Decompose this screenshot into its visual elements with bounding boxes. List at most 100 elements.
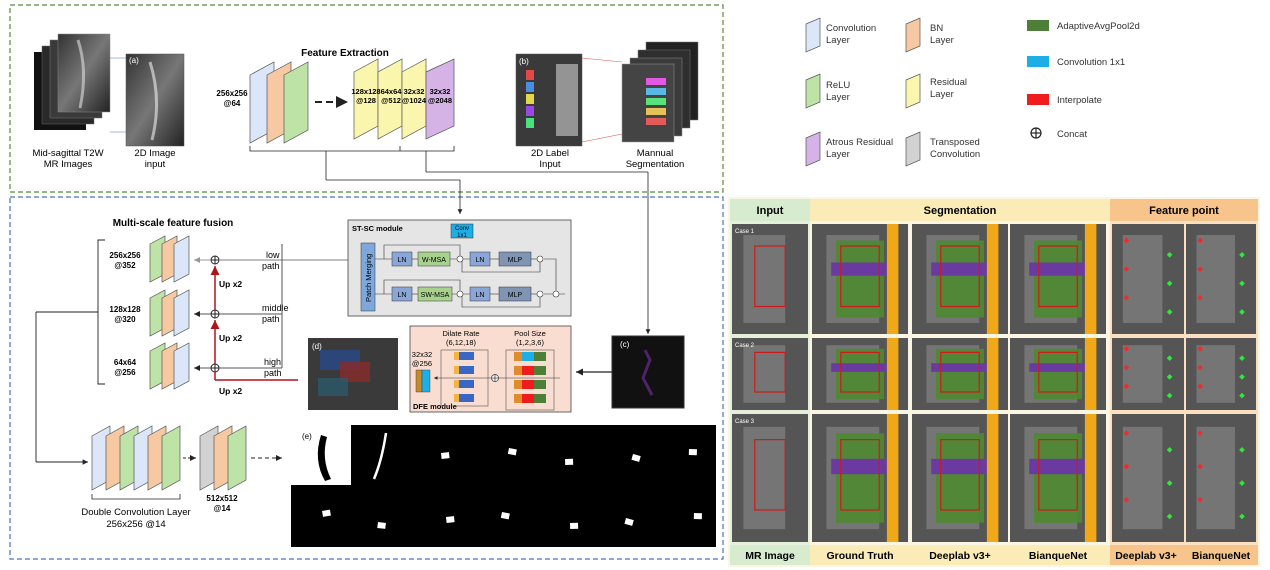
high-path-label-2: path bbox=[264, 368, 282, 378]
block-2-channels: @512 bbox=[381, 96, 401, 105]
result-cell bbox=[732, 224, 808, 334]
manual-segmentation-stack bbox=[621, 41, 699, 143]
mask-tile bbox=[624, 518, 634, 526]
mask-tile bbox=[291, 425, 351, 485]
ln-label-3: LN bbox=[398, 292, 407, 299]
ln-label-1: LN bbox=[398, 257, 407, 264]
output-block bbox=[199, 425, 247, 491]
mask-tile bbox=[372, 432, 388, 480]
mri-caption-2: MR Images bbox=[44, 159, 93, 170]
up-label-2: Up x2 bbox=[219, 333, 242, 343]
fusion-level-256 bbox=[149, 235, 190, 283]
legend-transposed-1: Transposed bbox=[930, 137, 980, 148]
fusion-level-128 bbox=[149, 289, 190, 337]
dilate-label-1: Dilate Rate bbox=[442, 329, 479, 338]
legend-interpolate: Interpolate bbox=[1057, 95, 1102, 106]
mask-tile bbox=[377, 522, 386, 529]
block-3-size: 32x32 bbox=[404, 87, 425, 96]
seg-header-bg bbox=[810, 199, 1110, 221]
legend-adaptive-swatch bbox=[1027, 20, 1049, 31]
mask-tile bbox=[500, 512, 510, 520]
legend-conv-2: Layer bbox=[826, 35, 850, 46]
label-caption-1: 2D Label bbox=[531, 148, 569, 159]
panel-b-tag: (b) bbox=[519, 57, 529, 66]
atrous-residual-block bbox=[425, 58, 455, 140]
mask-tile bbox=[322, 509, 331, 517]
legend-conv-swatch bbox=[805, 17, 821, 53]
pool-label-1: Pool Size bbox=[514, 329, 546, 338]
legend-atrous-1: Atrous Residual bbox=[826, 137, 893, 148]
middle-path-label-2: path bbox=[262, 314, 280, 324]
case-label: Case 3 bbox=[735, 419, 755, 425]
panel-d-tag: (d) bbox=[312, 342, 322, 351]
input-image bbox=[125, 53, 185, 147]
mri-stack-image bbox=[34, 33, 111, 130]
mlp-label-1: MLP bbox=[508, 257, 523, 264]
feature-extraction-box bbox=[9, 4, 724, 193]
concat-icon bbox=[1030, 127, 1042, 139]
col-label-deeplab: Deeplab v3+ bbox=[929, 550, 991, 562]
double-conv-caption-1: Double Convolution Layer bbox=[81, 507, 190, 518]
low-concat-icon bbox=[210, 255, 220, 265]
ln-label-2: LN bbox=[476, 257, 485, 264]
col-label-bianque-feat: BianqueNet bbox=[1192, 550, 1251, 562]
mask-tile bbox=[631, 454, 641, 462]
dfe-channels: @256 bbox=[412, 359, 432, 368]
result-cell bbox=[732, 414, 808, 542]
result-cell bbox=[1112, 338, 1184, 410]
first-block-size: 256x256 bbox=[216, 89, 248, 98]
mask-tile bbox=[688, 449, 697, 456]
swmsa-label: SW-MSA bbox=[421, 292, 450, 299]
legend-relu-swatch bbox=[805, 73, 821, 109]
block-2-size: 64x64 bbox=[381, 87, 403, 96]
dfe-module bbox=[409, 325, 572, 413]
col-label-gt: Ground Truth bbox=[826, 550, 893, 562]
block-1-size: 128x128 bbox=[351, 87, 380, 96]
result-cell bbox=[912, 414, 1008, 542]
result-cell bbox=[1010, 224, 1106, 334]
input-caption-2: input bbox=[145, 159, 166, 170]
result-cell bbox=[1186, 414, 1256, 542]
result-cell bbox=[1010, 338, 1106, 410]
ln-label-4: LN bbox=[476, 292, 485, 299]
legend-bn-swatch bbox=[905, 17, 921, 53]
col-label-bianque: BianqueNet bbox=[1029, 550, 1088, 562]
dilate-label-2: (6,12,18) bbox=[446, 338, 477, 347]
result-cell bbox=[912, 338, 1008, 410]
panel-a-tag: (a) bbox=[129, 56, 139, 65]
fusion-level-64 bbox=[149, 342, 190, 390]
result-cell bbox=[812, 224, 908, 334]
middle-path-label-1: middle bbox=[262, 303, 289, 313]
col-label-mr: MR Image bbox=[745, 550, 795, 562]
legend: Convolution Layer BN Layer ReLU Layer Re… bbox=[805, 17, 1140, 167]
feature-extraction-title: Feature Extraction bbox=[301, 48, 389, 59]
result-cell bbox=[1112, 224, 1184, 334]
wmsa-label: W-MSA bbox=[422, 257, 446, 264]
result-cell bbox=[912, 224, 1008, 334]
mri-caption-1: Mid-sagittal T2W bbox=[32, 148, 103, 159]
legend-transposed-swatch bbox=[905, 131, 921, 167]
stsc-add-icons bbox=[456, 255, 560, 298]
legend-relu-2: Layer bbox=[826, 92, 850, 103]
label-caption-2: Input bbox=[539, 159, 560, 170]
manual-caption-1: Mannual bbox=[637, 148, 673, 159]
legend-relu-1: ReLU bbox=[826, 80, 850, 91]
up-label-3: Up x2 bbox=[219, 386, 242, 396]
input-header: Input bbox=[757, 205, 784, 217]
case-label: Case 1 bbox=[735, 229, 755, 235]
mask-tile bbox=[693, 513, 702, 520]
legend-bn-2: Layer bbox=[930, 35, 954, 46]
legend-bn-1: BN bbox=[930, 23, 943, 34]
mask-tile bbox=[569, 522, 579, 529]
feat-header: Feature point bbox=[1149, 205, 1219, 217]
result-cell bbox=[732, 338, 808, 410]
conv1x1-label-2: 1x1 bbox=[457, 233, 467, 239]
block-1-channels: @128 bbox=[356, 96, 376, 105]
col-label-deeplab-feat: Deeplab v3+ bbox=[1115, 550, 1177, 562]
legend-conv1x1: Convolution 1x1 bbox=[1057, 57, 1125, 68]
legend-interpolate-swatch bbox=[1027, 94, 1049, 105]
legend-transposed-2: Convolution bbox=[930, 149, 980, 160]
level-3-channels: @256 bbox=[114, 368, 136, 377]
